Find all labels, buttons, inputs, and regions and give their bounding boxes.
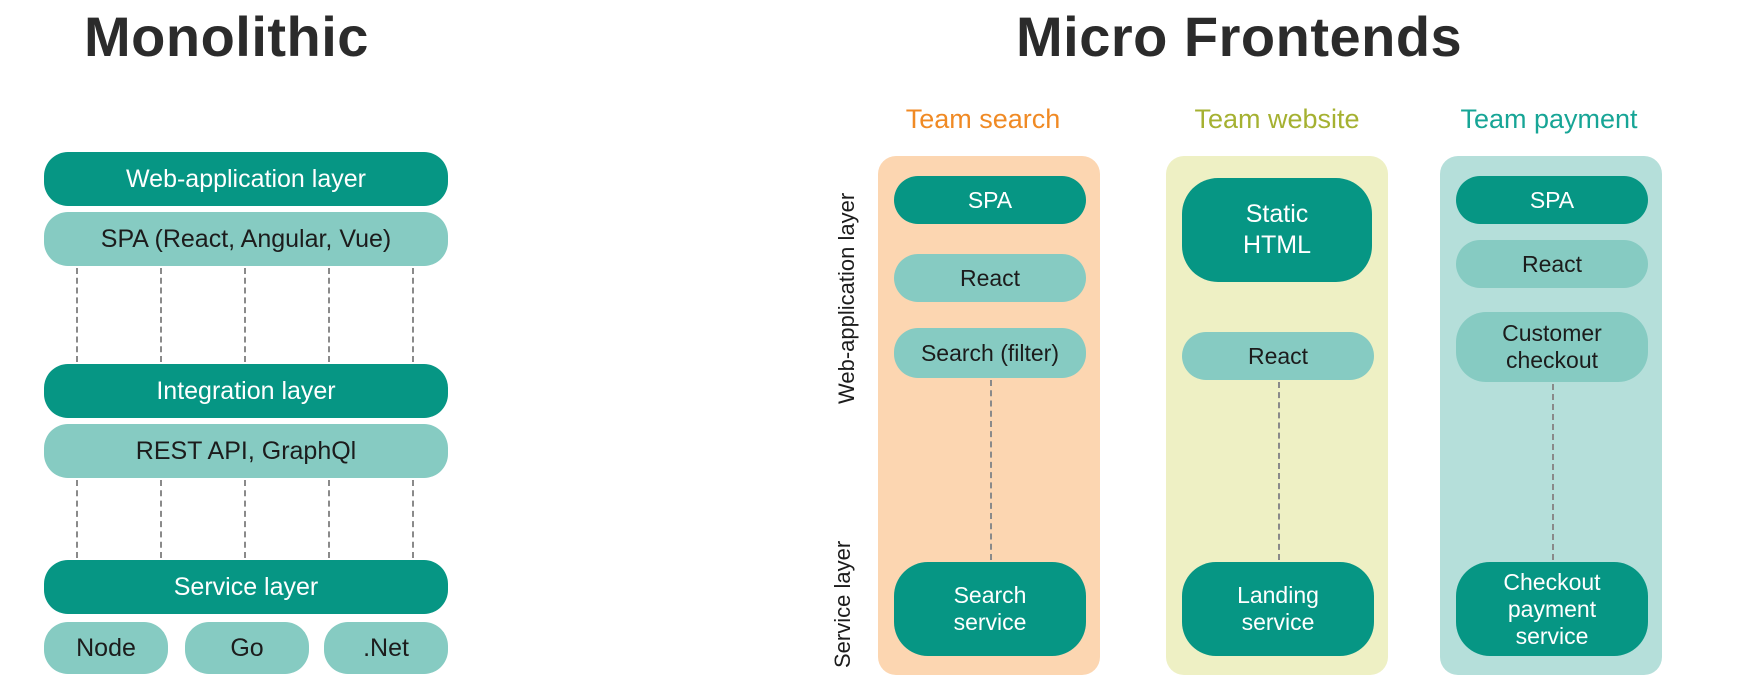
dashed-connector bbox=[328, 268, 330, 362]
micro-frontends-title: Micro Frontends bbox=[1016, 5, 1463, 68]
landing-service: Landing service bbox=[1182, 562, 1374, 656]
rest-api-graphql: REST API, GraphQl bbox=[44, 424, 448, 478]
service-go: Go bbox=[185, 622, 309, 674]
service-node: Node bbox=[44, 622, 168, 674]
dashed-connector bbox=[328, 480, 330, 558]
team-search-spa: SPA bbox=[894, 176, 1086, 224]
dashed-connector bbox=[244, 268, 246, 362]
team-search-filter: Search (filter) bbox=[894, 328, 1086, 378]
dashed-connector bbox=[160, 268, 162, 362]
team-search-title: Team search bbox=[905, 104, 1061, 134]
service-layer: Service layer bbox=[44, 560, 448, 614]
dashed-connector bbox=[1552, 384, 1554, 560]
dashed-connector bbox=[244, 480, 246, 558]
axis-label-service-layer: Service layer bbox=[830, 540, 855, 668]
dashed-connector bbox=[990, 380, 992, 560]
team-website-static-html: Static HTML bbox=[1182, 178, 1372, 282]
search-service: Search service bbox=[894, 562, 1086, 656]
axis-label-web-application-layer: Web-application layer bbox=[834, 192, 859, 404]
monolithic-title: Monolithic bbox=[84, 5, 369, 68]
team-payment-customer-checkout: Customer checkout bbox=[1456, 312, 1648, 382]
dashed-connector bbox=[160, 480, 162, 558]
team-website-title: Team website bbox=[1194, 104, 1360, 134]
dashed-connector bbox=[76, 480, 78, 558]
team-website-react: React bbox=[1182, 332, 1374, 380]
team-payment-title: Team payment bbox=[1460, 104, 1638, 134]
team-payment-spa: SPA bbox=[1456, 176, 1648, 224]
integration-layer: Integration layer bbox=[44, 364, 448, 418]
service-dotnet: .Net bbox=[324, 622, 448, 674]
dashed-connector bbox=[1278, 382, 1280, 560]
team-payment-react: React bbox=[1456, 240, 1648, 288]
dashed-connector bbox=[412, 268, 414, 362]
dashed-connector bbox=[412, 480, 414, 558]
checkout-payment-service: Checkout payment service bbox=[1456, 562, 1648, 656]
dashed-connector bbox=[76, 268, 78, 362]
spa-frameworks: SPA (React, Angular, Vue) bbox=[44, 212, 448, 266]
team-search-react: React bbox=[894, 254, 1086, 302]
web-application-layer: Web-application layer bbox=[44, 152, 448, 206]
